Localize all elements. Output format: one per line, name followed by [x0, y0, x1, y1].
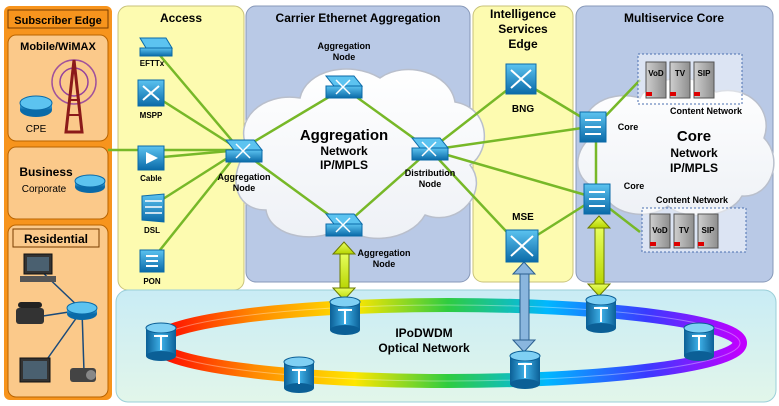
- business-router-icon: [74, 174, 106, 193]
- dsl-icon: [141, 193, 165, 223]
- optical-node-left-icon: [145, 322, 177, 361]
- camera-icon: [70, 368, 96, 382]
- content-network-bottom-label: Content Network: [656, 195, 729, 205]
- server-tv-bottom-icon: [673, 213, 695, 249]
- distribution-node-label-1: Distribution: [405, 168, 456, 178]
- connections: [108, 45, 641, 261]
- core-cloud-title: Core: [677, 128, 711, 145]
- aggregation-cloud: [235, 68, 486, 240]
- optical-node-mse-icon: [509, 350, 541, 389]
- pon-icon: [139, 249, 165, 273]
- cpe-router-icon: [19, 95, 53, 117]
- corporate-label: Corporate: [22, 184, 67, 195]
- distribution-node-label-2: Node: [419, 179, 442, 189]
- computer-icon: [20, 253, 56, 282]
- core1-label: Core: [618, 122, 639, 132]
- bng-label: BNG: [512, 104, 534, 115]
- aggregation-node-top-icon: [324, 75, 364, 99]
- carrier-ethernet-header: Carrier Ethernet Aggregation: [276, 11, 441, 25]
- business-box: [7, 146, 109, 220]
- server-vod-bottom-icon: [649, 213, 671, 249]
- mse-router-icon: [505, 229, 539, 263]
- optical-node-right-icon: [683, 322, 715, 361]
- subscriber-edge-header-box: [7, 9, 109, 29]
- aggregation-node-bottom-label-1: Aggregation: [358, 248, 411, 258]
- home-router-icon: [66, 301, 98, 320]
- server-sip-bottom-label: SIP: [702, 226, 716, 235]
- content-network-top-label: Content Network: [670, 106, 743, 116]
- optical-node-bottom-left-icon: [283, 356, 315, 393]
- efttx-label: EFTTx: [140, 59, 165, 68]
- arrow-aggregation: [331, 241, 357, 301]
- optical-label-line2: Optical Network: [378, 341, 470, 355]
- server-tv-bottom-label: TV: [679, 226, 690, 235]
- optical-node-core-icon: [585, 294, 617, 333]
- mspp-label: MSPP: [140, 111, 163, 120]
- core2-label: Core: [624, 181, 645, 191]
- mse-label: MSE: [512, 212, 534, 223]
- residential-label: Residential: [24, 232, 88, 246]
- aggregation-node-top-label-2: Node: [333, 52, 356, 62]
- edge-devices: BNG MSE: [505, 63, 539, 263]
- optical-labels: IPoDWDM Optical Network: [378, 326, 470, 355]
- arrow-mse: [511, 261, 537, 353]
- subscriber-edge-content: Mobile/WiMAX CPE Business Corporate Resi…: [12, 41, 106, 383]
- access-header: Access: [160, 11, 202, 25]
- aggregation-node-bottom-label-2: Node: [373, 259, 396, 269]
- efttx-switch-icon: [139, 37, 173, 57]
- business-label: Business: [19, 165, 73, 179]
- bng-router-icon: [505, 63, 537, 95]
- server-sip-top-icon: [693, 61, 715, 99]
- tv-icon: [19, 357, 51, 383]
- aggregation-cloud-sub2: IP/MPLS: [320, 158, 368, 172]
- mobile-label: Mobile/WiMAX: [20, 41, 96, 53]
- aggregation-node-top-label-1: Aggregation: [318, 41, 371, 51]
- access-section: [117, 5, 245, 291]
- core-cloud-sub1: Network: [670, 146, 718, 160]
- server-vod-top-icon: [645, 61, 667, 99]
- intelligence-header-line1: Intelligence: [490, 7, 556, 21]
- core-cloud-sub2: IP/MPLS: [670, 161, 718, 175]
- mspp-icon: [137, 79, 165, 107]
- optical-node-aggregation-icon: [329, 296, 361, 335]
- cable-modem-icon: [137, 145, 165, 171]
- pon-label: PON: [143, 277, 161, 286]
- intelligence-header-line3: Edge: [508, 37, 538, 51]
- core-router-1-icon: [579, 111, 607, 143]
- radio-tower-icon: [51, 59, 97, 134]
- aggregation-cloud-sub1: Network: [320, 144, 368, 158]
- aggregation-node-left-label-1: Aggregation: [218, 172, 271, 182]
- cable-label: Cable: [140, 174, 162, 183]
- aggregation-node-left-icon: [224, 139, 264, 163]
- access-devices: EFTTx MSPP Cable DSL PON: [137, 37, 173, 286]
- server-sip-top-label: SIP: [698, 69, 712, 78]
- arrow-core: [586, 215, 612, 297]
- uplink-arrows: [331, 215, 612, 353]
- server-tv-top-icon: [669, 61, 691, 99]
- aggregation-node-bottom-icon: [324, 213, 364, 237]
- distribution-node-icon: [410, 137, 450, 161]
- optical-devices: [145, 294, 715, 393]
- optical-label-line1: IPoDWDM: [395, 326, 452, 340]
- cpe-label: CPE: [26, 124, 47, 135]
- dsl-label: DSL: [144, 226, 160, 235]
- core-devices: Core Core Core Network IP/MPLS VoD TV SI…: [579, 53, 747, 253]
- residential-header-box: [12, 228, 100, 248]
- core-router-2-icon: [583, 183, 611, 215]
- aggregation-nodes: Aggregation Node Aggregation Node Aggreg…: [218, 41, 456, 269]
- section-headers: Subscriber Edge Access Carrier Ethernet …: [7, 7, 724, 51]
- phone-icon: [16, 302, 44, 324]
- server-vod-bottom-label: VoD: [652, 226, 668, 235]
- subscriber-edge-header: Subscriber Edge: [14, 15, 101, 27]
- server-sip-bottom-icon: [697, 213, 719, 249]
- intelligence-header-line2: Services: [498, 22, 548, 36]
- server-vod-top-label: VoD: [648, 69, 664, 78]
- aggregation-node-left-label-2: Node: [233, 183, 256, 193]
- aggregation-cloud-title: Aggregation: [300, 127, 388, 144]
- server-tv-top-label: TV: [675, 69, 686, 78]
- multiservice-core-header: Multiservice Core: [624, 11, 724, 25]
